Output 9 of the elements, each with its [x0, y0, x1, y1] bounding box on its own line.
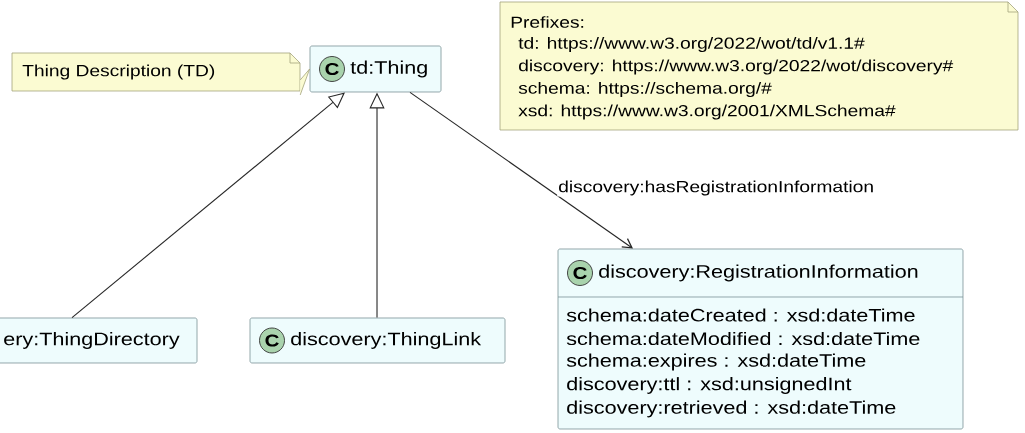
note: Prefixes: td: https://www.w3.org/2022/wot/td/v1.1# discovery: https://www.w3.org/2022/wot/discovery# schema: https://schema.org/# xsd: https://www.w3.org/2001/XMLSchema#	[499, 1, 1019, 131]
arrow	[409, 91, 633, 249]
class-box: ery:ThingDirectory	[0, 317, 198, 364]
arrow	[71, 92, 345, 319]
class-box: C discovery:ThingLink	[249, 317, 506, 364]
edge-label: discovery:hasRegistrationInformation	[559, 180, 873, 196]
class-box: C discovery:RegistrationInformation schema:dateCreated : xsd:dateTime schema:dateModified : xsd:dateTime schema:expires : xsd:dateTime discovery:ttl : xsd:unsignedInt discovery:retrieved : xsd:dateTime	[557, 248, 964, 430]
class-box: C td:Thing	[309, 45, 442, 93]
note-pointer	[299, 68, 310, 96]
